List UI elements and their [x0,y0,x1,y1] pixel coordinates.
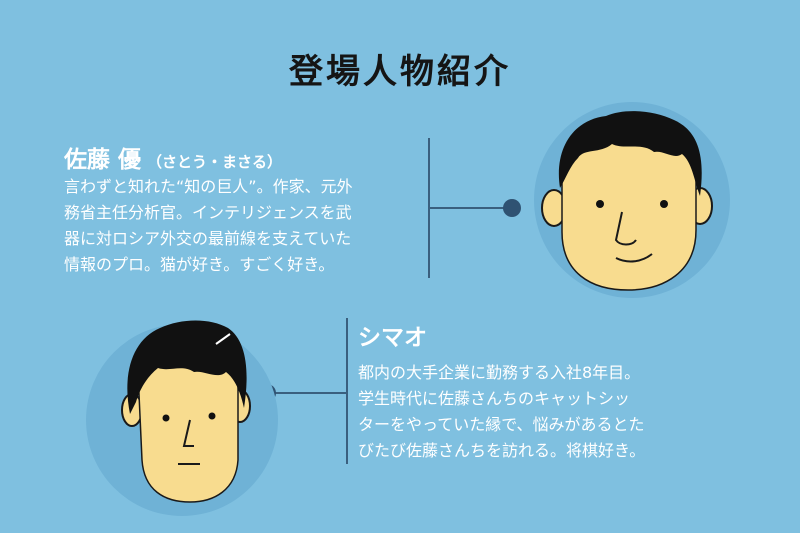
shimao-portrait [86,320,278,516]
character-description-sato: 言わずと知れた“知の巨人”。作家、元外 務省主任分析官。インテリジェンスを武 器… [64,177,353,274]
eye [162,414,170,422]
eye [596,200,604,208]
connector-dot-sato [503,199,521,217]
eye [208,412,216,420]
character-name: シマオ [358,325,427,351]
character-name: 佐藤 優 [64,147,142,173]
character-name-sato: 佐藤 優 （さとう・まさる） [64,140,282,174]
nose [614,211,637,246]
hair [558,111,702,196]
character-reading: （さとう・まさる） [147,153,283,171]
connector-line-shimao [346,318,348,464]
connector-line-sato-horizontal [428,207,512,209]
connector-line-shimao-horizontal [268,392,348,394]
hair-highlight [215,333,231,345]
nose [182,419,194,447]
eye [660,200,668,208]
character-name-shimao: シマオ [358,318,427,352]
character-description-shimao: 都内の大手企業に勤務する入社8年目。 学生時代に佐藤さんちのキャットシッ ターを… [358,363,646,460]
page-title: 登場人物紹介 [289,52,511,92]
sato-portrait [534,102,730,298]
mouth [615,253,653,263]
